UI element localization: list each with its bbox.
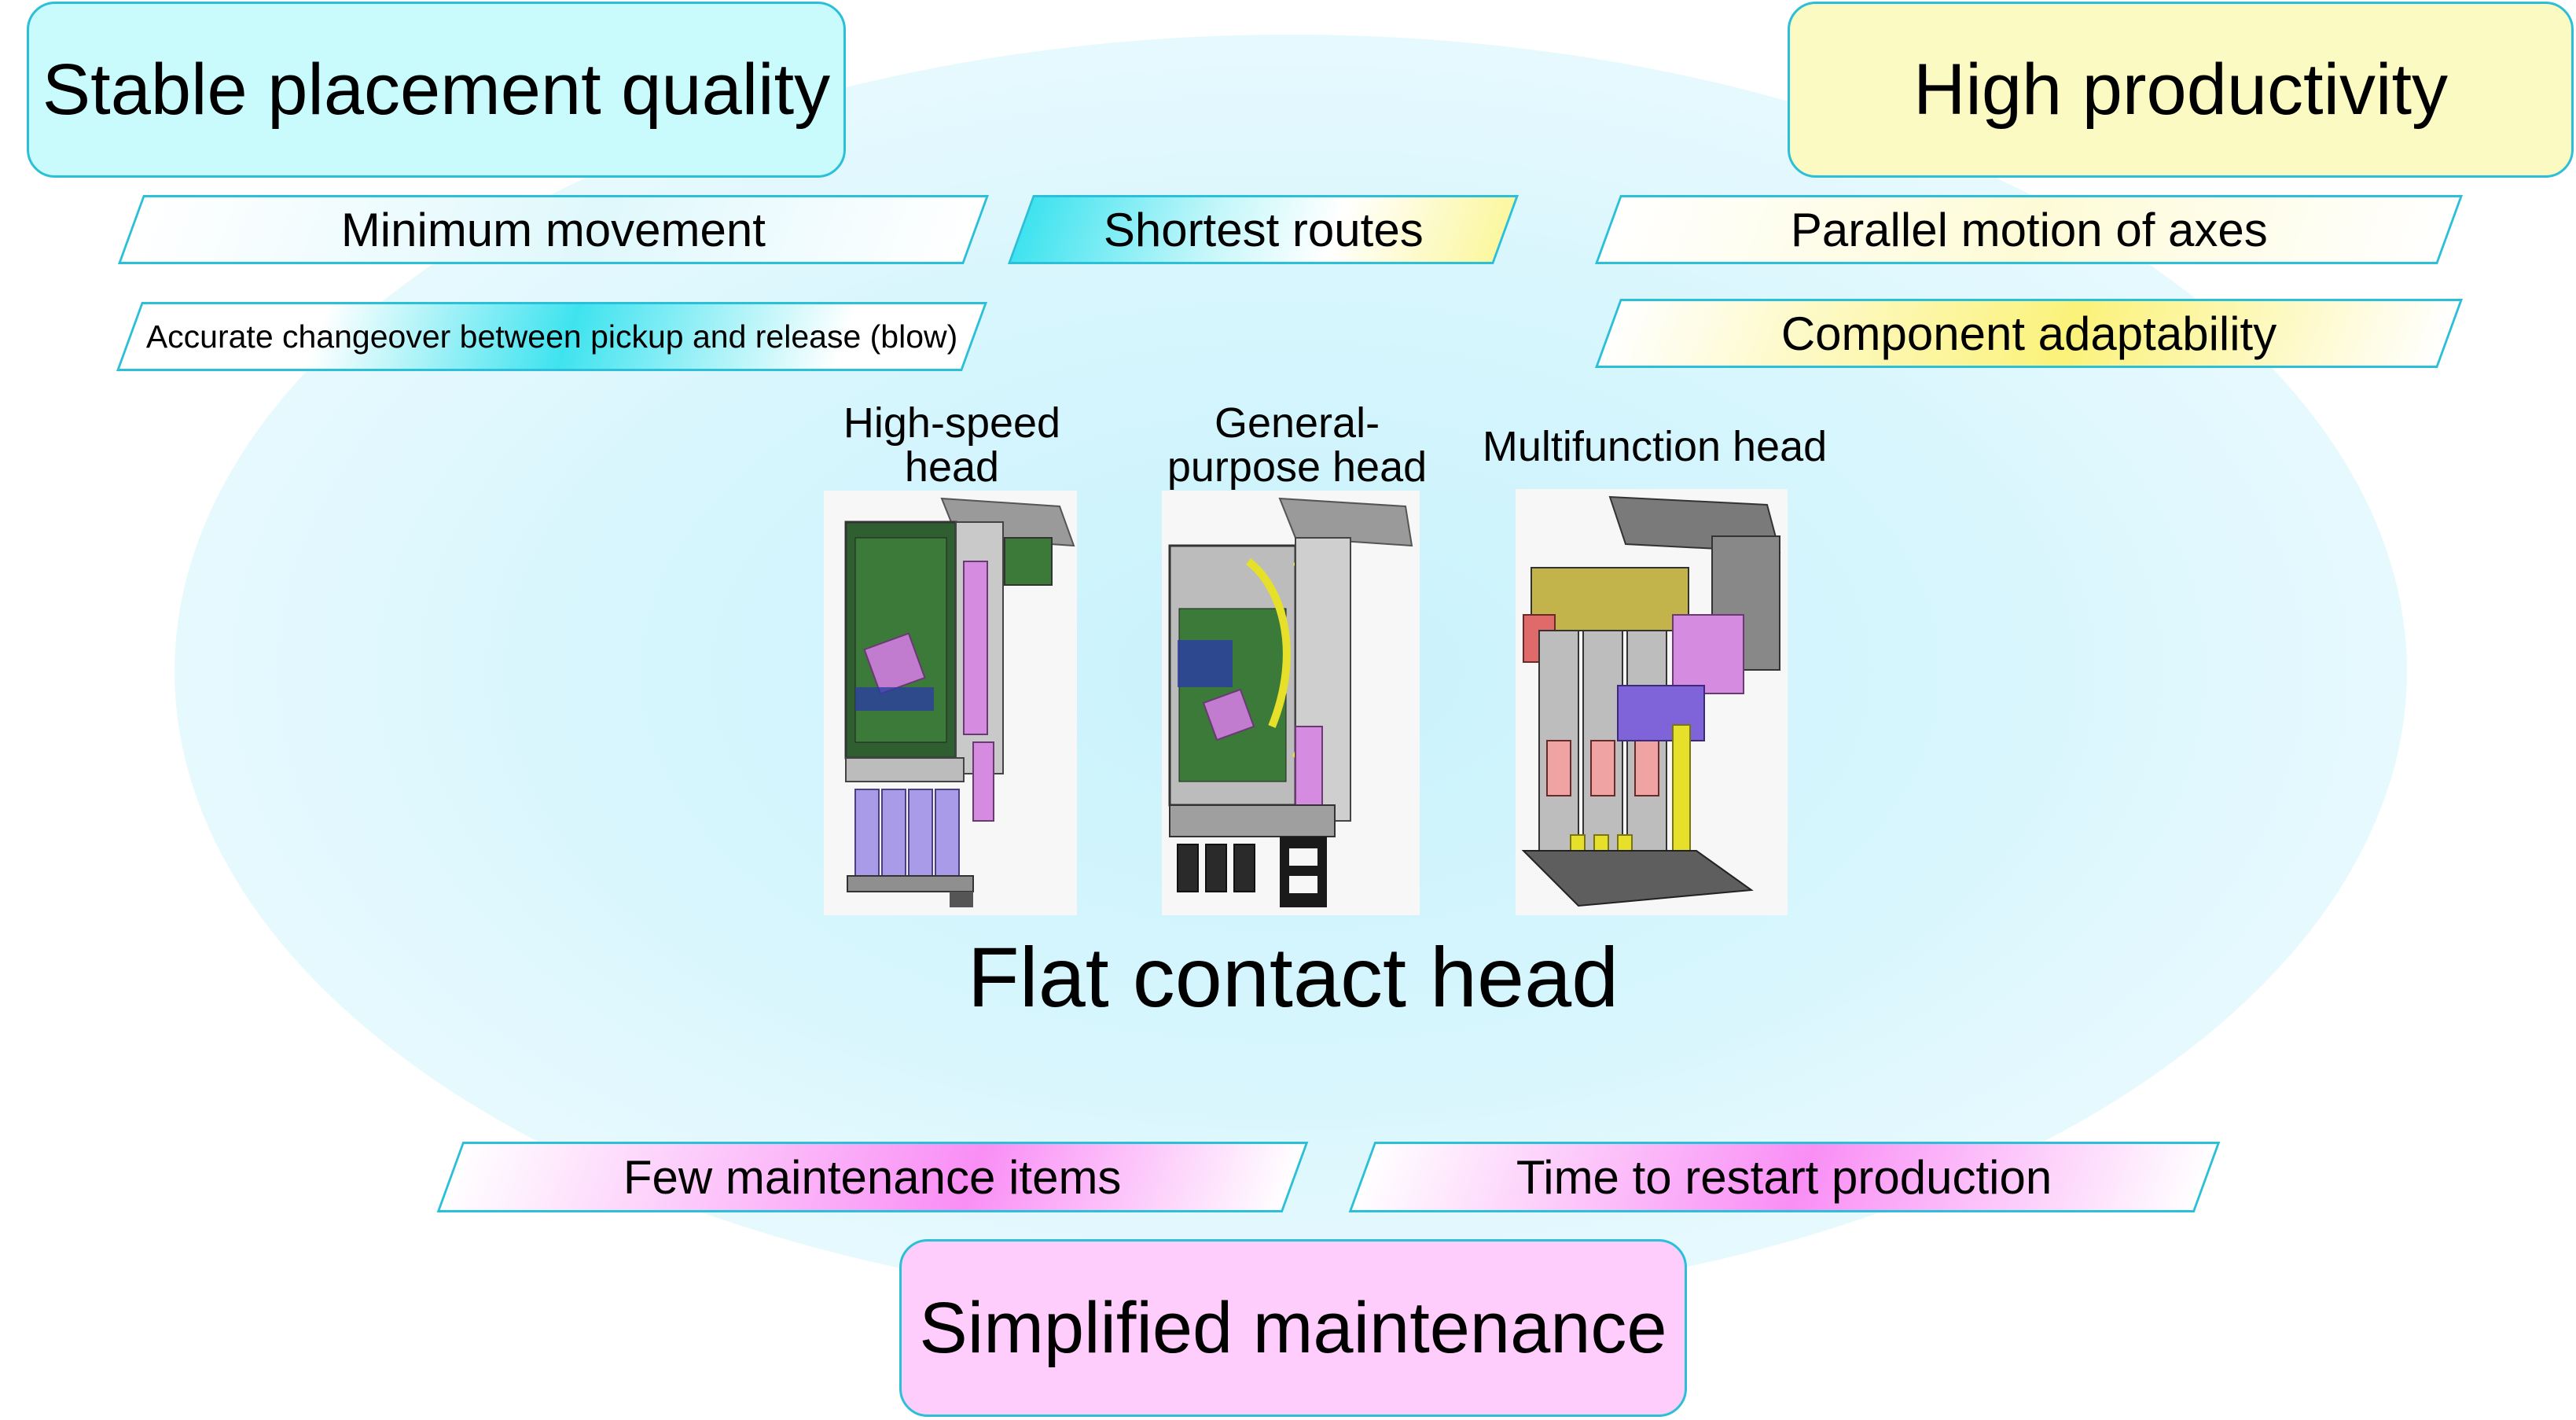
- general-purpose-head-label-line1: General-: [1214, 399, 1380, 447]
- high-speed-head-image: [824, 491, 1077, 915]
- high-speed-head-label-line2: head: [904, 443, 1000, 491]
- shortest-routes-label: Shortest routes: [1103, 203, 1424, 256]
- minimum-movement-banner: Minimum movement: [117, 195, 990, 264]
- multifunction-head-label: Multifunction head: [1462, 425, 1847, 469]
- simplified-maintenance-box: Simplified maintenance: [899, 1239, 1687, 1417]
- parallel-motion-label: Parallel motion of axes: [1790, 203, 2268, 256]
- high-productivity-label: High productivity: [1913, 49, 2449, 130]
- component-adaptability-banner: Component adaptability: [1594, 299, 2464, 368]
- accurate-changeover-banner: Accurate changeover between pickup and r…: [116, 302, 988, 371]
- simplified-maintenance-label: Simplified maintenance: [919, 1287, 1667, 1368]
- general-purpose-head-image: [1162, 491, 1420, 915]
- minimum-movement-label: Minimum movement: [340, 203, 766, 256]
- time-to-restart-label: Time to restart production: [1516, 1150, 2052, 1204]
- high-speed-head-label: High-speed head: [799, 401, 1105, 489]
- shortest-routes-banner: Shortest routes: [1007, 195, 1520, 264]
- general-purpose-head-label: General- purpose head: [1132, 401, 1462, 489]
- multifunction-head-image: [1516, 489, 1788, 915]
- few-maintenance-items-label: Few maintenance items: [623, 1150, 1122, 1204]
- multifunction-head-label-line1: Multifunction head: [1482, 423, 1828, 470]
- stable-placement-quality-box: Stable placement quality: [27, 2, 846, 178]
- high-productivity-box: High productivity: [1788, 2, 2574, 178]
- stable-placement-quality-label: Stable placement quality: [42, 49, 831, 130]
- component-adaptability-label: Component adaptability: [1780, 307, 2277, 360]
- general-purpose-head-label-line2: purpose head: [1167, 443, 1428, 491]
- time-to-restart-banner: Time to restart production: [1348, 1142, 2221, 1212]
- parallel-motion-banner: Parallel motion of axes: [1594, 195, 2464, 264]
- high-speed-head-label-line1: High-speed: [843, 399, 1061, 447]
- accurate-changeover-label: Accurate changeover between pickup and r…: [145, 318, 958, 355]
- flat-contact-head-title: Flat contact head: [967, 929, 1619, 1025]
- few-maintenance-items-banner: Few maintenance items: [436, 1142, 1309, 1212]
